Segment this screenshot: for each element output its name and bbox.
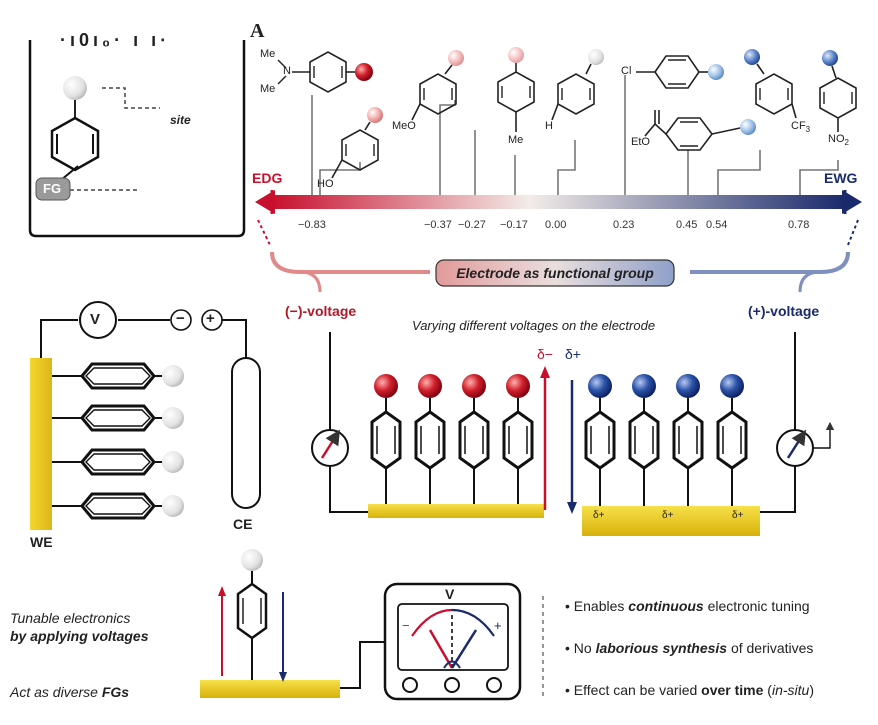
inset-benzene-ring <box>50 116 100 172</box>
tunable-line2: by applying voltages <box>10 628 149 644</box>
scale-arrow-left <box>255 190 275 214</box>
panel-label: A <box>250 20 265 42</box>
nme2-me-bottom: Me <box>260 83 276 95</box>
pos-electrode-plate <box>582 506 760 536</box>
nme2-me-top: Me <box>260 48 276 60</box>
circuit-plus: + <box>206 310 215 327</box>
inset-probe-ball <box>63 76 87 100</box>
pos-voltage-label: (+)-voltage <box>748 303 820 319</box>
h-label: H <box>545 120 553 132</box>
delta-minus-label: δ− <box>537 346 553 362</box>
molecule-ome <box>411 50 464 121</box>
oet-label: EtO <box>631 136 650 148</box>
bullet-3: • Effect can be varied over time (in-sit… <box>565 682 815 698</box>
circuit-v-label: V <box>90 311 101 328</box>
scale-value-8: 0.78 <box>788 219 810 231</box>
molecule-no2 <box>819 50 857 132</box>
scale-bar <box>272 195 844 209</box>
delta-plus-small-3: δ+ <box>732 510 744 521</box>
scale-value-5: 0.23 <box>613 219 635 231</box>
oh-label: HO <box>317 178 334 190</box>
inset-site-label: site <box>170 113 191 127</box>
neg-voltmeter <box>311 429 349 467</box>
fg-label: FG <box>43 181 62 196</box>
inset-panel <box>28 40 246 238</box>
nme2-n: N <box>283 65 291 77</box>
meter-v-label: V <box>445 586 455 602</box>
no2-label: NO2 <box>828 133 849 148</box>
scale-arrow-right <box>842 190 862 214</box>
voltmeter-device <box>383 582 522 701</box>
counter-electrode <box>231 357 261 509</box>
positive-electrode-assembly <box>567 332 835 536</box>
delta-plus-small-1: δ+ <box>593 510 605 521</box>
left-circuit <box>30 301 261 530</box>
ewg-label: EWG <box>824 170 858 186</box>
molecule-oh <box>331 107 383 179</box>
scale-value-7: 0.54 <box>706 219 728 231</box>
meter-plus: + <box>494 618 502 633</box>
scale-value-0: −0.83 <box>298 219 326 231</box>
ce-label: CE <box>233 516 253 532</box>
voltage-caption: Varying different voltages on the electr… <box>412 318 656 333</box>
working-electrode <box>30 358 52 530</box>
inset-header-fragment: ·ı0ı₀· ı ı∙ <box>60 30 170 50</box>
molecule-cl <box>636 55 724 89</box>
delta-plus-label: δ+ <box>565 346 581 362</box>
molecule-co2et <box>644 110 756 151</box>
neg-electrode-plate <box>368 504 544 518</box>
cl-label: Cl <box>621 65 632 77</box>
red-molecules <box>370 374 534 504</box>
scale-value-6: 0.45 <box>676 219 698 231</box>
bottom-electrode-cartoon <box>200 549 385 698</box>
bullet-2: • No laborious synthesis of derivatives <box>565 640 814 656</box>
me-label: Me <box>508 134 524 146</box>
hammett-scale <box>255 190 862 246</box>
banner-box <box>435 259 675 287</box>
delta-plus-small-2: δ+ <box>662 510 674 521</box>
bullet-1: • Enables continuous electronic tuning <box>565 598 810 614</box>
blue-molecules <box>584 374 748 506</box>
diverse-fg-text: Act as diverse FGs <box>10 684 130 700</box>
scale-value-2: −0.27 <box>458 219 486 231</box>
edg-label: EDG <box>252 170 283 186</box>
cf3-label: CF3 <box>791 120 811 135</box>
we-label: WE <box>30 534 53 550</box>
scale-connectors <box>311 75 839 195</box>
tunable-line1: Tunable electronics <box>10 610 131 626</box>
banner-brace <box>270 251 850 293</box>
banner-text: Electrode as functional group <box>456 265 654 281</box>
circuit-minus: − <box>176 310 185 327</box>
molecule-me <box>497 47 535 132</box>
fg-badge <box>35 177 71 201</box>
molecule-cf3 <box>744 49 797 119</box>
neg-voltage-label: (−)-voltage <box>285 303 357 319</box>
meter-minus: − <box>402 618 410 633</box>
molecule-nme2 <box>277 51 373 93</box>
ome-label: MeO <box>392 120 416 132</box>
scale-value-1: −0.37 <box>424 219 452 231</box>
negative-electrode-assembly <box>311 332 550 518</box>
molecule-h <box>551 49 604 121</box>
scale-value-3: −0.17 <box>500 219 528 231</box>
voltmeter-circle <box>79 301 117 339</box>
scale-value-4: 0.00 <box>545 219 567 231</box>
